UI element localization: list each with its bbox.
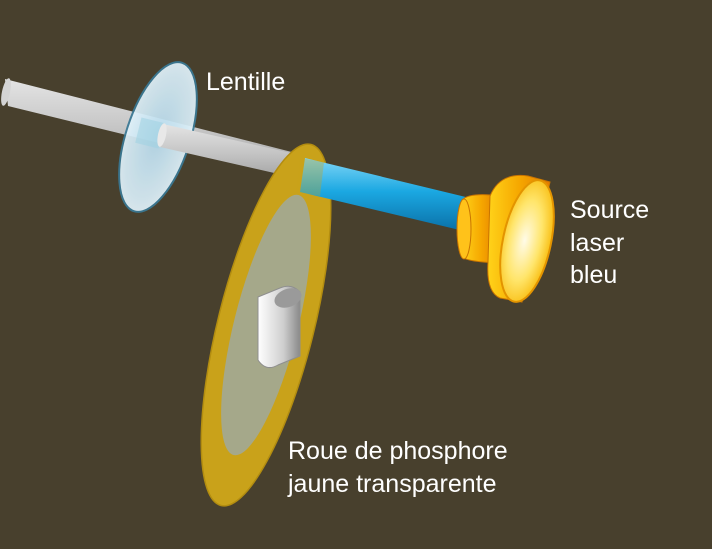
lens-label: Lentille <box>206 66 285 99</box>
laser-source-label-line-1: Source <box>570 196 650 224</box>
phosphor-wheel-label: Roue de phosphore jaune transparente <box>288 435 508 500</box>
phosphor-wheel-label-line-1: Roue de phosphore <box>288 437 508 465</box>
lens-label-text: Lentille <box>206 68 286 96</box>
laser-source-label-line-3: bleu <box>570 261 618 289</box>
phosphor-wheel <box>200 143 332 507</box>
laser-source-label: Source laser bleu <box>570 194 649 292</box>
phosphor-wheel-label-line-2: jaune transparente <box>288 469 497 498</box>
wheel-hub <box>257 285 302 369</box>
blue-laser-beam <box>296 158 474 232</box>
laser-source-label-line-2: laser <box>570 228 625 257</box>
laser-source <box>456 174 555 303</box>
